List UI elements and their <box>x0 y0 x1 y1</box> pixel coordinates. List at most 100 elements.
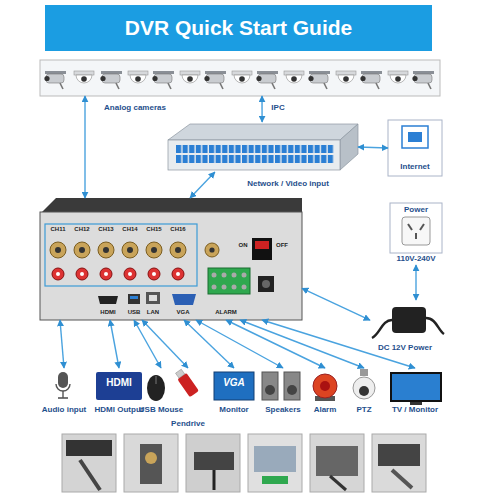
dome-camera <box>284 71 304 83</box>
bnc-pin <box>175 247 181 253</box>
port-label: USB <box>126 309 142 316</box>
connector-arrow <box>110 320 119 368</box>
alarm-terminal <box>208 268 250 294</box>
ptz-lens <box>359 386 369 396</box>
camera-group: Analog camerasIPC <box>40 60 440 96</box>
port-label: OFF <box>274 242 290 249</box>
switch-side <box>340 124 358 170</box>
bnc-pin <box>209 247 214 252</box>
node-label: PTZ <box>344 406 384 415</box>
speakers: Speakers <box>260 368 306 416</box>
audio-input: Audio input <box>38 368 90 416</box>
power-adapter <box>372 307 444 338</box>
bnc-connector <box>122 242 138 258</box>
photo-detail <box>378 444 420 466</box>
node-label: Analog cameras <box>95 104 175 113</box>
node-label: VGA <box>214 377 254 388</box>
outlet-slot <box>408 224 412 230</box>
photo-detail <box>316 446 358 476</box>
alarm: Alarm <box>308 368 342 416</box>
hdmi-port <box>98 296 118 304</box>
tv-stand <box>410 402 422 405</box>
vga-port <box>172 294 196 305</box>
port-label: CH12 <box>71 226 93 233</box>
photo <box>124 434 178 492</box>
port-label: LAN <box>144 309 162 316</box>
port-label: HDMI <box>96 309 120 316</box>
power-switch-rocker <box>255 241 269 249</box>
adapter-body <box>392 307 426 333</box>
bnc-connector <box>74 242 90 258</box>
bnc-connector <box>50 242 66 258</box>
terminal-screw <box>222 285 227 290</box>
microphone-stand <box>56 384 70 391</box>
network-switch: Network / Video input <box>168 122 358 172</box>
rca-pin <box>152 272 156 276</box>
bnc-pin <box>127 247 133 253</box>
rca-pin <box>128 272 132 276</box>
port-label: CH11 <box>47 226 69 233</box>
bullet-camera <box>204 71 226 89</box>
speaker-cone <box>287 385 297 395</box>
power-adapter: DC 12V Power <box>370 300 440 356</box>
terminal-screw <box>242 285 247 290</box>
bullet-camera <box>412 71 434 89</box>
photo-detail <box>194 452 234 470</box>
peripheral-icons <box>56 368 442 405</box>
connector-arrow <box>358 147 388 148</box>
usb-port <box>128 294 140 304</box>
photo-detail <box>80 460 100 490</box>
node-label: Alarm <box>302 406 348 415</box>
terminal-screw <box>242 273 247 278</box>
bnc-bracket <box>45 224 197 286</box>
dome-camera <box>336 71 356 83</box>
terminal-screw <box>212 285 217 290</box>
photo <box>310 434 364 492</box>
node-label: HDMI <box>96 377 142 388</box>
photo-detail <box>145 452 157 464</box>
bnc-pin <box>151 247 157 253</box>
terminal-screw <box>232 273 237 278</box>
photo <box>62 434 116 492</box>
outlet-slot <box>415 233 417 239</box>
bullet-camera <box>360 71 382 89</box>
internet-port-frame <box>402 126 428 148</box>
camera-strip <box>40 60 440 96</box>
rca-jack <box>52 268 64 280</box>
port-label: CH15 <box>143 226 165 233</box>
photo <box>372 434 426 492</box>
node-label: IPC <box>266 104 290 113</box>
node-label: TV / Monitor <box>380 406 450 415</box>
power-box: Power110V-240V <box>390 203 442 265</box>
terminal-screw <box>222 273 227 278</box>
monitor: VGAMonitor <box>210 368 258 416</box>
rca-jack <box>100 268 112 280</box>
bnc-pin <box>103 247 109 253</box>
node-label: Speakers <box>256 406 310 415</box>
ptz-dome <box>353 377 375 399</box>
node-label: USB Mouse <box>132 406 190 415</box>
port-label: ALARM <box>208 309 244 316</box>
connector-arrow <box>84 96 85 198</box>
connector-arrow <box>60 320 64 368</box>
photo-detail <box>262 476 288 484</box>
video-out-connector <box>205 243 219 257</box>
node-label: Monitor <box>206 406 262 415</box>
switch-front <box>168 140 340 170</box>
node-label: Network / Video input <box>228 180 348 189</box>
connector-arrow <box>142 320 188 368</box>
dome-camera <box>232 71 252 83</box>
bullet-camera <box>100 71 122 89</box>
camera-strip-frame <box>40 60 440 96</box>
microphone-head <box>58 372 68 388</box>
title-banner <box>45 5 432 51</box>
rca-pin <box>104 272 108 276</box>
connector-arrow <box>226 320 325 368</box>
port-label: VGA <box>172 309 194 316</box>
bullet-camera <box>308 71 330 89</box>
internet-box: Internet <box>388 120 442 176</box>
usb-port-tongue <box>130 296 138 299</box>
rca-pin <box>56 272 60 276</box>
